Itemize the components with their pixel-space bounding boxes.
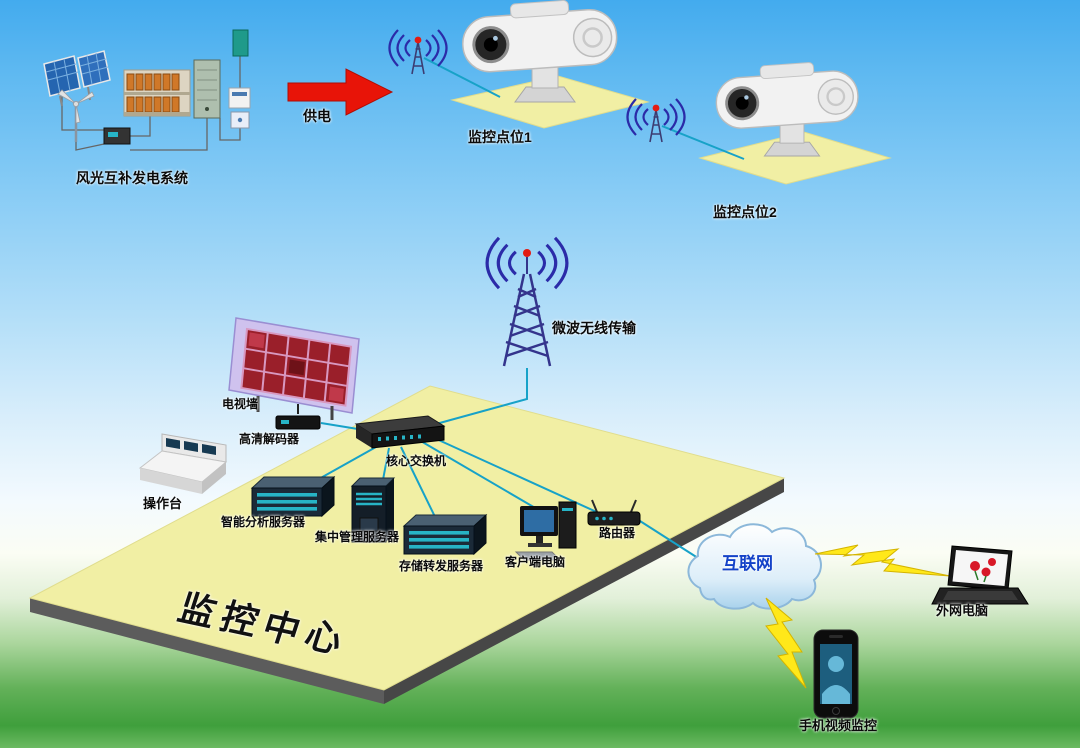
label-mobile-monitor: 手机视频监控: [799, 718, 878, 733]
smartphone-icon: [813, 629, 859, 719]
lightning-link-laptop-icon: [814, 544, 951, 577]
label-monitor-point-1: 监控点位1: [468, 129, 532, 145]
tv-wall-icon: [228, 317, 360, 420]
charge-controller-icon: [103, 127, 131, 145]
junction-boxes-icon: [228, 87, 251, 129]
storage-server-icon: [403, 514, 487, 555]
battery-bank-icon: [123, 69, 191, 117]
analysis-server-icon: [251, 476, 335, 517]
label-storage-server: 存储转发服务器: [399, 559, 484, 573]
label-router: 路由器: [599, 526, 636, 540]
label-microwave: 微波无线传输: [552, 320, 636, 336]
management-server-icon: [350, 477, 396, 543]
console-icon: [138, 433, 228, 494]
wind-turbine-icon: [57, 89, 95, 142]
label-core-switch: 核心交换机: [386, 454, 447, 468]
core-switch-icon: [354, 415, 446, 449]
label-power-supply: 供电: [303, 108, 331, 124]
label-client-pc: 客户端电脑: [505, 555, 566, 569]
comm-box-icon: [232, 29, 249, 57]
label-management-server: 集中管理服务器: [315, 530, 400, 544]
client-pc-icon: [514, 501, 577, 561]
internet-cloud-icon: [687, 523, 822, 610]
label-console: 操作台: [143, 496, 183, 511]
power-wires: [61, 56, 241, 151]
label-power-system: 风光互补发电系统: [76, 170, 188, 186]
wireless-antenna-1: [388, 28, 448, 75]
decoder-icon: [275, 415, 321, 430]
power-system: [43, 29, 251, 151]
lightning-link-phone-icon: [765, 597, 807, 689]
power-arrow-icon: [287, 68, 394, 116]
equipment-cabinet-icon: [193, 59, 221, 119]
solar-panel-icon: [43, 50, 111, 107]
label-internet: 互联网: [722, 554, 773, 573]
label-hd-decoder: 高清解码器: [239, 432, 300, 446]
router-icon: [587, 499, 641, 526]
radio-tower-icon: [485, 236, 569, 367]
label-analysis-server: 智能分析服务器: [221, 515, 306, 529]
label-external-pc: 外网电脑: [936, 603, 989, 618]
label-monitor-point-2: 监控点位2: [713, 204, 777, 220]
camera-platform-2: [698, 131, 892, 185]
ptz-camera-2: [712, 57, 861, 158]
laptop-icon: [931, 545, 1029, 605]
label-tv-wall: 电视墙: [222, 397, 259, 411]
